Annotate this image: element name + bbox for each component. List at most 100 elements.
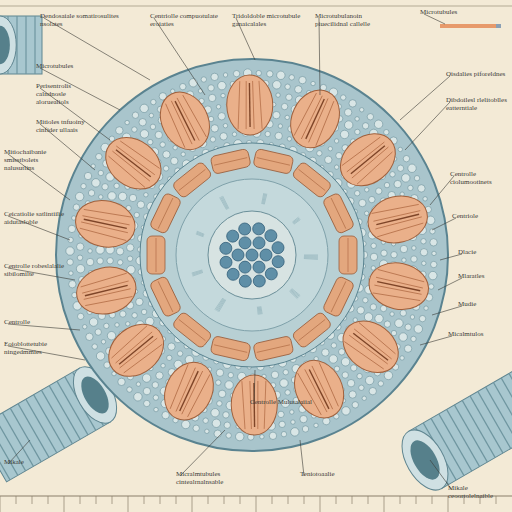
matrix-vesicle [432, 251, 436, 255]
ruler-tick [384, 496, 385, 512]
matrix-vesicle [260, 435, 264, 439]
hub-granule [260, 249, 272, 261]
triplet-groove [306, 99, 324, 139]
lumen [176, 179, 328, 331]
matrix-vesicle [151, 99, 156, 104]
matrix-vesicle [77, 243, 84, 250]
matrix-vesicle [367, 114, 373, 120]
triplet-stripe [175, 368, 196, 412]
triplet-stripe [314, 101, 336, 146]
inner-segment-body [253, 148, 294, 174]
triplet-groove [249, 83, 251, 127]
matrix-vesicle [311, 81, 315, 85]
leader-line [432, 306, 462, 315]
lumen-fibre [293, 218, 299, 223]
matrix-vesicle [127, 387, 132, 392]
matrix-vesicle [68, 237, 73, 242]
matrix-vesicle [355, 191, 360, 196]
matrix-vesicle [137, 201, 144, 208]
matrix-vesicle [365, 376, 373, 384]
triplet-stripe [245, 81, 247, 129]
matrix-vesicle [280, 379, 288, 387]
central-hub [208, 211, 296, 299]
matrix-vesicle [223, 412, 229, 418]
matrix-vesicle [397, 165, 403, 171]
cylinder-ridge [486, 387, 512, 444]
triplet-body [155, 354, 222, 428]
lumen-fibre [257, 307, 259, 315]
matrix-vesicle [77, 313, 83, 319]
inner-segment [210, 148, 251, 174]
matrix-vesicle [210, 137, 215, 142]
lumen-fibre [294, 220, 300, 225]
triplet-body [98, 313, 174, 387]
lumen-fibre [222, 196, 228, 208]
ruler-tick [32, 496, 33, 504]
matrix-vesicle [411, 256, 417, 262]
matrix-vesicle [66, 247, 74, 255]
hub-granule [239, 275, 251, 287]
matrix-vesicle [150, 124, 155, 129]
matrix-vesicle [118, 260, 123, 265]
inner-segment [210, 336, 251, 362]
inner-segment-body [253, 336, 294, 362]
matrix-vesicle [334, 139, 338, 143]
matrix-vesicle [126, 322, 130, 326]
matrix-vesicle [391, 330, 396, 335]
matrix-vesicle [140, 104, 148, 112]
part-label: Microtubules [36, 62, 98, 70]
hub-granule [253, 275, 265, 287]
hub-granule [227, 230, 239, 242]
matrix-vesicle [127, 244, 134, 251]
matrix-vesicle [208, 85, 214, 91]
leader-line [400, 76, 450, 120]
matrix-vesicle [211, 73, 218, 80]
matrix-vesicle [400, 310, 406, 316]
hub-granule [272, 256, 284, 268]
matrix-vesicle [276, 93, 280, 97]
segment-stripe [331, 198, 346, 229]
leader-line [180, 430, 225, 476]
inner-segment [172, 311, 213, 349]
matrix-vesicle [73, 204, 79, 210]
segment-stripe [257, 158, 290, 166]
triplet-stripe [347, 141, 385, 172]
matrix-vesicle [329, 355, 337, 363]
matrix-vesicle [334, 366, 339, 371]
inner-segment-body [147, 236, 165, 274]
triplet-stripe [168, 364, 190, 409]
matrix-vesicle [381, 250, 387, 256]
matrix-vesicle [414, 175, 419, 180]
ruler-tick [96, 496, 97, 504]
matrix-vesicle [224, 422, 230, 428]
cylinder-ridge [462, 400, 495, 457]
ruler-tick [272, 496, 273, 504]
hub-granule [220, 256, 232, 268]
matrix-vesicle [402, 174, 410, 182]
matrix-vesicle [232, 132, 236, 136]
lumen-fibre [197, 232, 204, 235]
lumen-fibre [215, 298, 223, 310]
matrix-vesicle [289, 75, 294, 80]
inner-segment-body [149, 276, 182, 318]
triplet-stripe [342, 135, 381, 167]
matrix-vesicle [201, 77, 206, 82]
matrix-vesicle [233, 70, 239, 76]
matrix-vesicle [360, 108, 364, 112]
outer-matrix [56, 59, 448, 451]
triplet-groove [180, 371, 198, 411]
matrix-vesicle [107, 258, 113, 264]
part-label: Centriolle compuotulate eroiaties [150, 12, 220, 28]
triplet-stripe [80, 273, 127, 287]
matrix-vesicle [410, 315, 414, 319]
inner-segment [147, 236, 165, 274]
triplet-blade [365, 257, 433, 314]
leader-line [154, 18, 205, 95]
cylinder-end [0, 16, 16, 74]
triplet-body [363, 190, 432, 249]
matrix-vesicle [404, 345, 411, 352]
matrix-vesicle [430, 229, 435, 234]
matrix-vesicle [68, 225, 75, 232]
matrix-vesicle [205, 429, 209, 433]
